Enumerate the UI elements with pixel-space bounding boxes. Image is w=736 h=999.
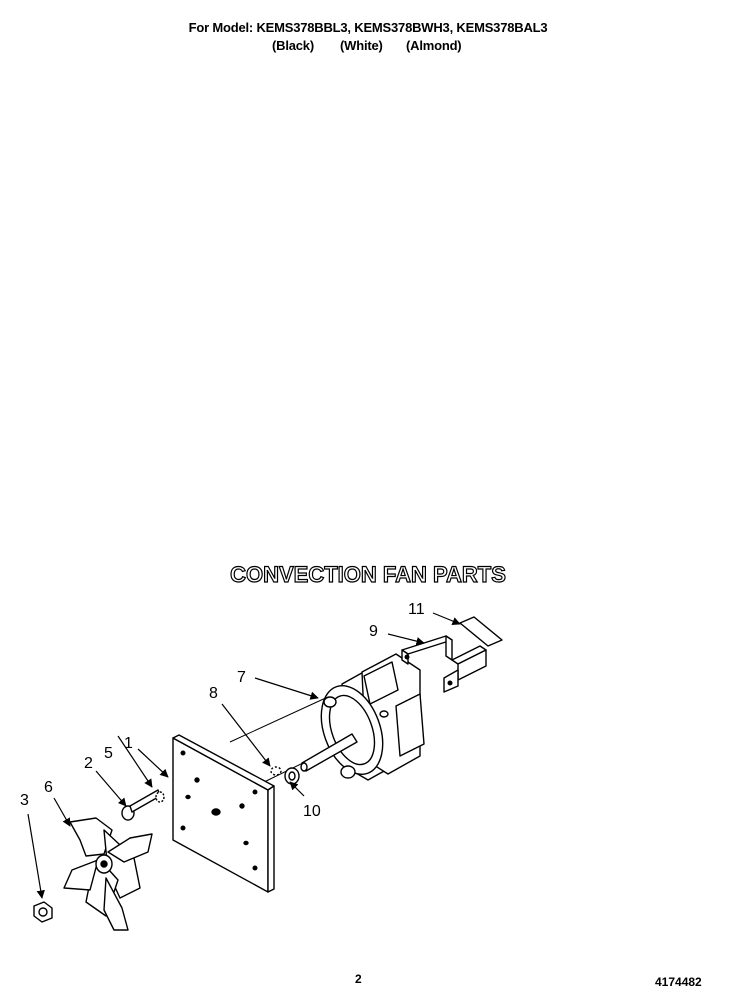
callout-3: 5	[104, 745, 113, 762]
callout-10: 10	[303, 803, 321, 820]
section-title: CONVECTION FAN PARTS	[229, 561, 506, 587]
leader-line-6	[53, 797, 71, 827]
page-number: 2	[355, 972, 362, 986]
leader-line-8	[221, 703, 271, 767]
leader-line-9	[387, 633, 425, 646]
leader-line-5	[27, 813, 45, 899]
lockwasher	[155, 791, 165, 803]
leader-line-1	[137, 748, 169, 778]
leader-line-10	[289, 781, 305, 797]
leader-line-2	[95, 770, 127, 807]
insulator-strip	[459, 616, 503, 647]
mounting-plate	[172, 734, 275, 893]
callout-6: 6	[44, 779, 53, 796]
color-label-white: (White)	[340, 38, 383, 53]
leader-line-11	[432, 612, 461, 626]
callout-8: 8	[209, 685, 218, 702]
hex-nut	[33, 901, 53, 923]
color-label-almond: (Almond)	[406, 38, 462, 53]
color-label-black: (Black)	[272, 38, 314, 53]
callout-9: 9	[369, 623, 378, 640]
callout-7: 7	[237, 669, 246, 686]
assembly-guide-line	[229, 695, 331, 743]
callout-2: 2	[84, 755, 93, 772]
leader-line-7	[254, 677, 319, 700]
document-number: 4174482	[655, 975, 702, 989]
shaft-spacer	[270, 766, 300, 785]
leader-line-3	[117, 735, 153, 788]
fan-blade	[63, 817, 153, 931]
callout-5: 3	[20, 792, 29, 809]
fan-motor	[300, 653, 425, 781]
model-numbers: For Model: KEMS378BBL3, KEMS378BWH3, KEM…	[188, 20, 548, 35]
mounting-screw	[121, 789, 161, 821]
callout-11: 11	[408, 601, 425, 618]
callout-1: 1	[124, 735, 133, 752]
motor-bracket	[401, 635, 487, 693]
